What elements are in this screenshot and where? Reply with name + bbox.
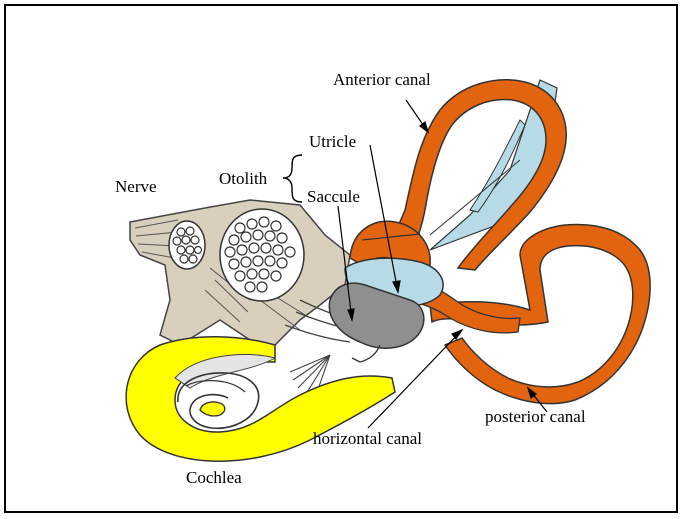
label-anterior-canal: Anterior canal (333, 70, 431, 89)
label-utricle: Utricle (309, 132, 356, 151)
label-horizontal-canal: horizontal canal (313, 429, 422, 448)
otolith-brace (283, 155, 302, 202)
semicircular-canals (350, 80, 650, 404)
label-saccule: Saccule (307, 187, 360, 206)
label-cochlea: Cochlea (186, 468, 242, 487)
label-otolith: Otolith (219, 169, 268, 188)
label-nerve: Nerve (115, 177, 157, 196)
label-posterior-canal: posterior canal (485, 407, 586, 426)
